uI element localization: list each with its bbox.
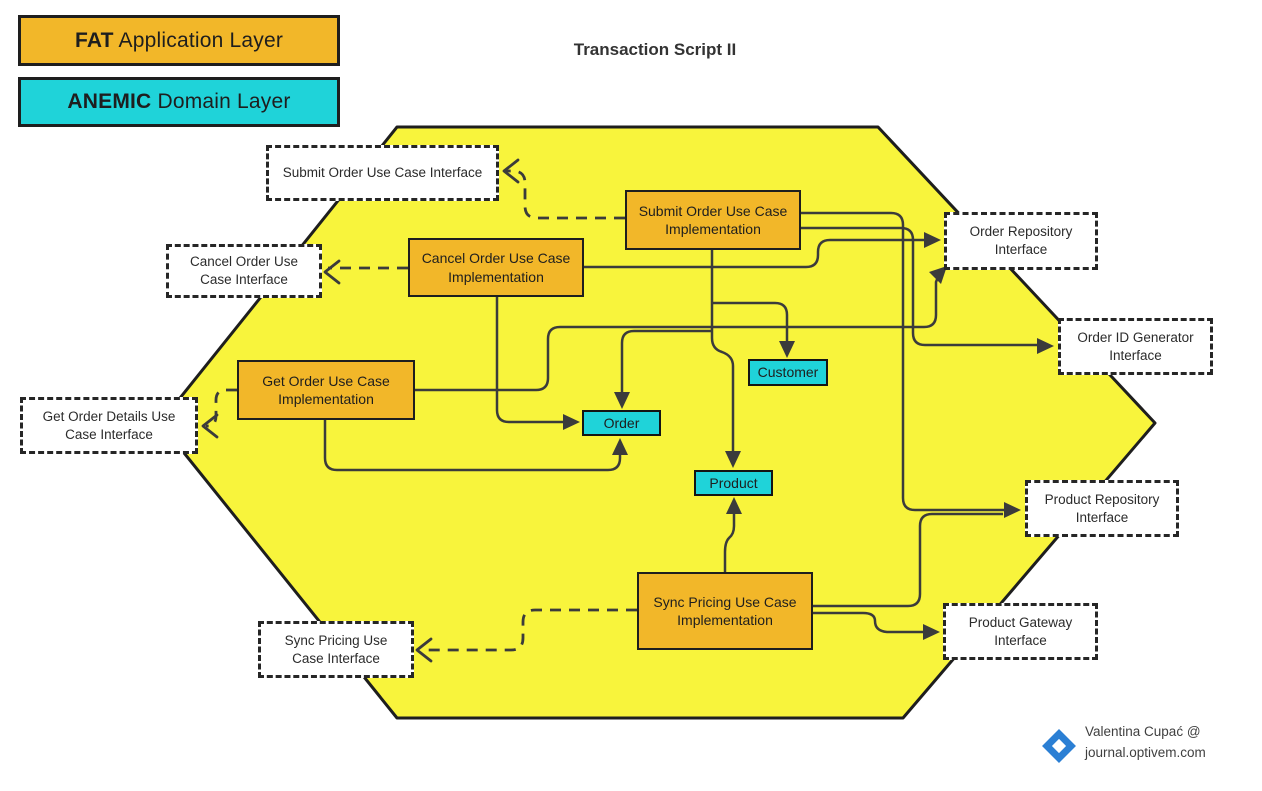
connector-sync-to-product-repository [813,512,1003,608]
node-submit-order-use-case-implementation: Submit Order Use Case Implementation [625,190,801,250]
node-get-order-details-use-case-interface: Get Order Details Use Case Interface [20,397,198,454]
node-product-gateway-interface: Product Gateway Interface [943,603,1098,660]
legend-fat-application-layer: FAT Application Layer [18,15,340,66]
attribution-author: Valentina Cupać @ [1085,724,1201,739]
connector-submit-to-customer [712,301,789,342]
legend-application-layer-label: Application Layer [113,28,284,52]
legend-domain-layer-label: Domain Layer [151,90,291,113]
arrowhead-order-top [614,392,630,409]
node-get-order-use-case-implementation: Get Order Use Case Implementation [237,360,415,420]
node-order-entity: Order [582,410,661,436]
attribution-site: journal.optivem.com [1085,744,1206,760]
arrowhead-product-repository [1004,502,1021,518]
connector-cancel-to-order [495,297,564,424]
arrowhead-syncpricing-interface [415,637,433,663]
connector-getorder-to-order-repository [415,276,940,392]
node-product-repository-interface: Product Repository Interface [1025,480,1179,537]
node-product-entity: Product [694,470,773,496]
arrowhead-product-gateway [923,624,940,640]
connector-sync-to-product [723,513,736,572]
connector-cancel-to-order-repository [584,238,924,269]
arrowhead-product-top [725,451,741,468]
arrowhead-order-bottom [612,438,628,455]
arrowhead-order-repository-bottom [929,266,947,284]
connector-submit-to-order [620,329,712,393]
arrowhead-customer-top [779,341,795,358]
arrowhead-product-bottom [726,497,742,514]
connector-submit-to-product [710,250,735,452]
node-cancel-order-use-case-interface: Cancel Order Use Case Interface [166,244,322,298]
node-order-id-generator-interface: Order ID Generator Interface [1058,318,1213,375]
optivem-logo-icon [1042,728,1076,763]
node-sync-pricing-use-case-implementation: Sync Pricing Use Case Implementation [637,572,813,650]
legend-anemic-label: ANEMIC [67,90,152,113]
connector-submit-impl-to-interface [506,169,625,220]
legend-anemic-domain-layer: ANEMIC Domain Layer [18,77,340,127]
arrowhead-cancel-interface [323,259,341,285]
arrowhead-getorderdetails-interface [201,413,219,439]
connector-submit-to-product-repository [801,211,1004,512]
page-title: Transaction Script II [573,40,737,59]
arrowhead-order-id-generator [1037,338,1054,354]
arrowhead-submit-interface [502,158,520,184]
arrowhead-order-left [563,414,580,430]
node-customer-entity: Customer [748,359,828,386]
node-order-repository-interface: Order Repository Interface [944,212,1098,270]
node-cancel-order-use-case-implementation: Cancel Order Use Case Implementation [408,238,584,297]
connector-submit-to-order-id-generator [801,226,1037,347]
connector-getorder-to-order [323,420,622,472]
connector-sync-to-product-gateway [813,611,923,634]
node-submit-order-use-case-interface: Submit Order Use Case Interface [266,145,499,201]
attribution: Valentina Cupać @ journal.optivem.com [1042,722,1206,764]
arrowhead-order-repository-left [924,232,941,248]
legend-fat-label: FAT [74,28,114,52]
node-sync-pricing-use-case-interface: Sync Pricing Use Case Interface [258,621,414,678]
